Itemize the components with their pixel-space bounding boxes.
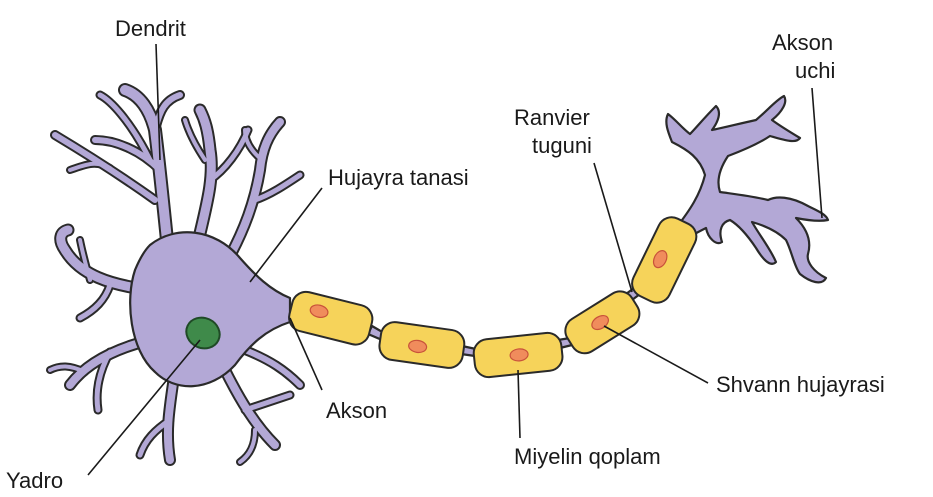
leader-axon-terminal [812,88,822,218]
leader-node [594,163,632,292]
myelin-segment-2 [378,320,466,369]
leader-myelin [518,370,520,438]
label-node-2: tuguni [532,133,592,158]
label-myelin: Miyelin qoplam [514,444,661,469]
myelin-segment-5 [627,213,701,308]
label-axon-terminal-2: uchi [795,58,835,83]
label-dendrite: Dendrit [115,16,186,41]
label-axon-terminal-1: Akson [772,30,833,55]
axon-terminal-shape [666,96,828,282]
label-cell-body: Hujayra tanasi [328,165,469,190]
myelin-sheath [286,213,701,379]
label-node-1: Ranvier [514,105,590,130]
label-schwann: Shvann hujayrasi [716,372,885,397]
label-axon: Akson [326,398,387,423]
label-nucleus: Yadro [6,468,63,493]
leader-schwann [604,326,708,383]
dendrite-branch [245,395,290,410]
myelin-segment-4 [560,286,645,358]
